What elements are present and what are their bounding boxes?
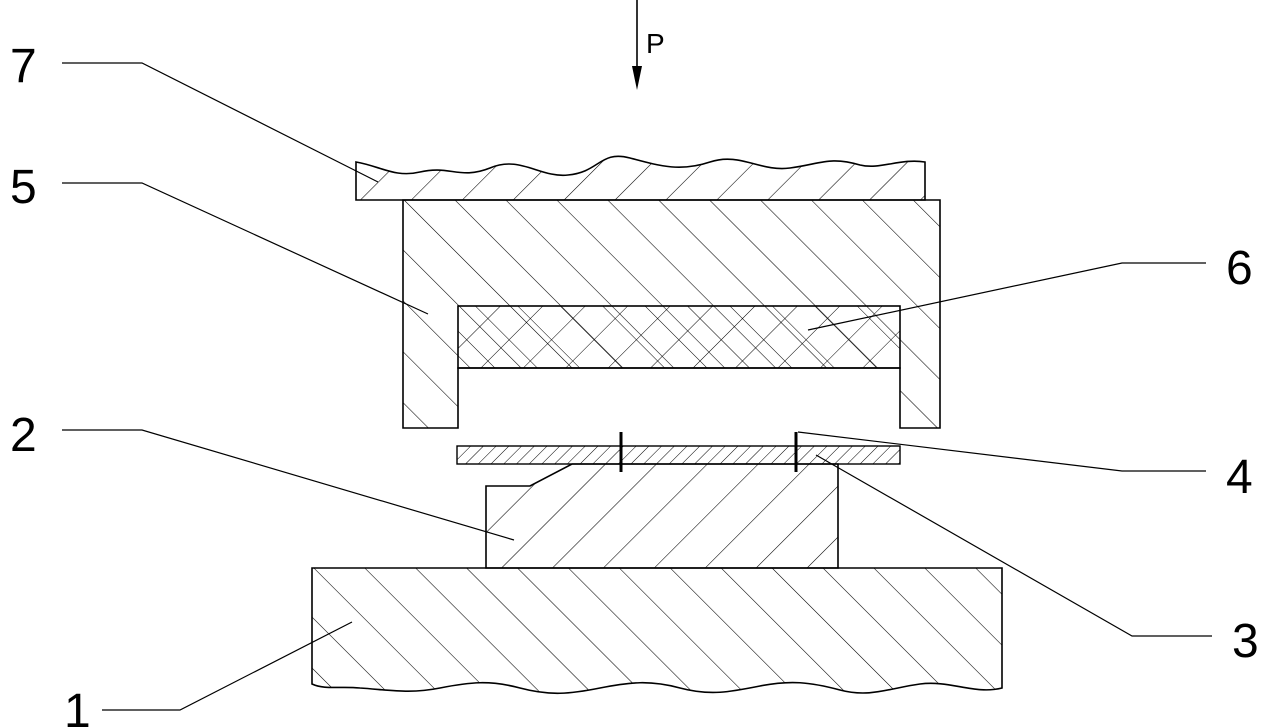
force-label: P	[646, 28, 665, 59]
leader-4	[797, 431, 1206, 472]
label-7: 7	[10, 40, 37, 93]
leader-7	[62, 62, 379, 183]
part-4-plate	[456, 445, 901, 465]
label-3: 3	[1232, 615, 1259, 668]
label-4: 4	[1226, 451, 1253, 504]
leader-5	[62, 182, 429, 315]
label-5: 5	[10, 161, 37, 214]
leader-1	[102, 621, 353, 711]
label-1: 1	[64, 685, 91, 727]
part-1-base	[311, 567, 1003, 695]
part-7-press-ram	[355, 155, 926, 201]
leader-2	[62, 429, 515, 541]
leader-3	[815, 454, 1212, 637]
label-2: 2	[10, 409, 37, 462]
part-2-lower-die	[485, 463, 839, 569]
force-arrow	[632, 0, 642, 90]
leader-6	[807, 262, 1206, 331]
part-6-pad	[457, 305, 901, 369]
label-6: 6	[1226, 242, 1253, 295]
